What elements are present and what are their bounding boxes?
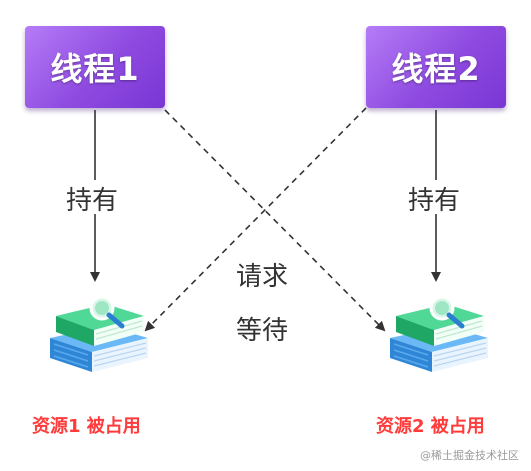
request-arrow-thread2-to-resource1: [144, 107, 367, 332]
request-arrow-thread1-to-resource2: [164, 109, 386, 332]
thread-1-label: 线程1: [50, 50, 140, 88]
book-stack-icon: [50, 295, 148, 372]
thread-2-label: 线程2: [391, 50, 481, 88]
hold-label-1: 持有: [66, 186, 119, 216]
request-label: 请求: [236, 262, 289, 292]
thread-1-box: 线程1: [25, 26, 165, 108]
hold-label-2: 持有: [408, 186, 461, 216]
resource-2-status: 资源2 被占用: [376, 416, 485, 437]
thread-2-box: 线程2: [366, 26, 506, 108]
wait-label: 等待: [236, 316, 289, 346]
resource-1-status: 资源1 被占用: [32, 416, 141, 437]
book-stack-icon: [390, 295, 488, 372]
watermark: @稀土掘金技术社区: [420, 449, 519, 462]
